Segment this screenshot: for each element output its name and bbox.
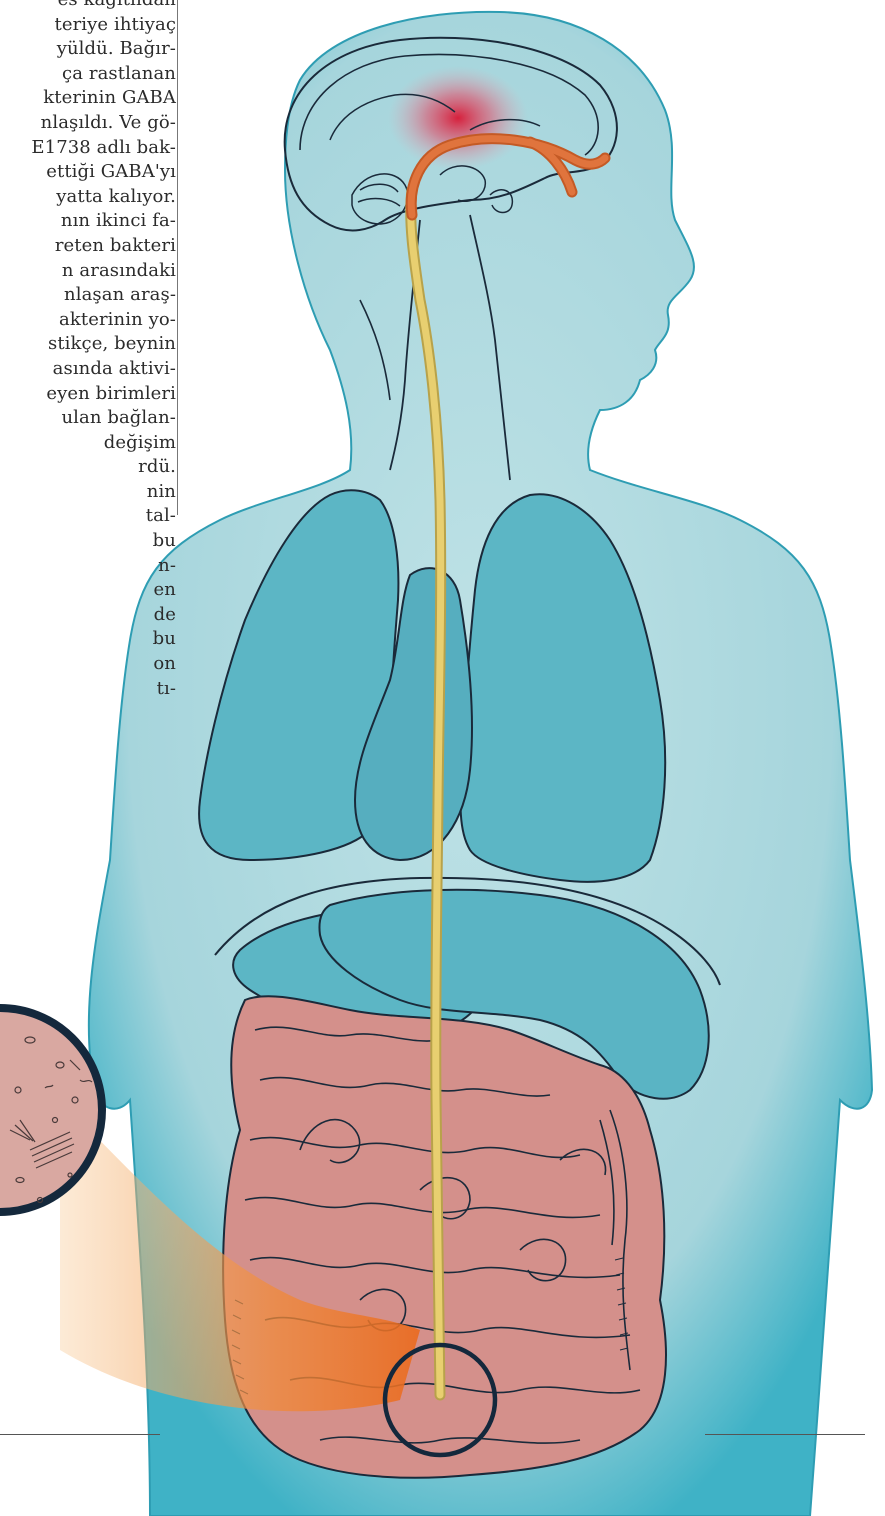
article-line: akterinin yo- <box>0 308 176 333</box>
article-line: n- <box>0 554 176 579</box>
bottom-rule-left <box>0 1434 160 1435</box>
article-line: değişim <box>0 431 176 456</box>
article-line: nlaşıldı. Ve gö- <box>0 111 176 136</box>
article-line: ettiği GABA'yı <box>0 160 176 185</box>
article-line: tı- <box>0 677 176 702</box>
article-line: teriye ihtiyaç <box>0 13 176 38</box>
article-line: bu <box>0 627 176 652</box>
article-line: nlaşan araş- <box>0 283 176 308</box>
brain-activity-glow <box>388 66 528 170</box>
bottom-rule-right <box>705 1434 865 1435</box>
article-line: eyen birimleri <box>0 382 176 407</box>
article-line: yatta kalıyor. <box>0 185 176 210</box>
article-line: n arasındaki <box>0 259 176 284</box>
article-line: bu <box>0 529 176 554</box>
article-line: reten bakteri <box>0 234 176 259</box>
article-line: yüldü. Bağır- <box>0 37 176 62</box>
article-text-column: es kağıtlıdan teriye ihtiyaç yüldü. Bağı… <box>0 0 176 701</box>
article-line: en <box>0 578 176 603</box>
article-line: asında aktivi- <box>0 357 176 382</box>
article-line: nin <box>0 480 176 505</box>
article-line: ulan bağlan- <box>0 406 176 431</box>
column-divider <box>177 0 178 515</box>
article-line: on <box>0 652 176 677</box>
article-line: stikçe, beynin <box>0 332 176 357</box>
article-line: tal- <box>0 504 176 529</box>
article-line: ça rastlanan <box>0 62 176 87</box>
article-line: nın ikinci fa- <box>0 209 176 234</box>
article-line: rdü. <box>0 455 176 480</box>
article-line: de <box>0 603 176 628</box>
article-line: es kağıtlıdan <box>0 0 176 13</box>
article-line: E1738 adlı bak- <box>0 136 176 161</box>
article-line: kterinin GABA <box>0 86 176 111</box>
